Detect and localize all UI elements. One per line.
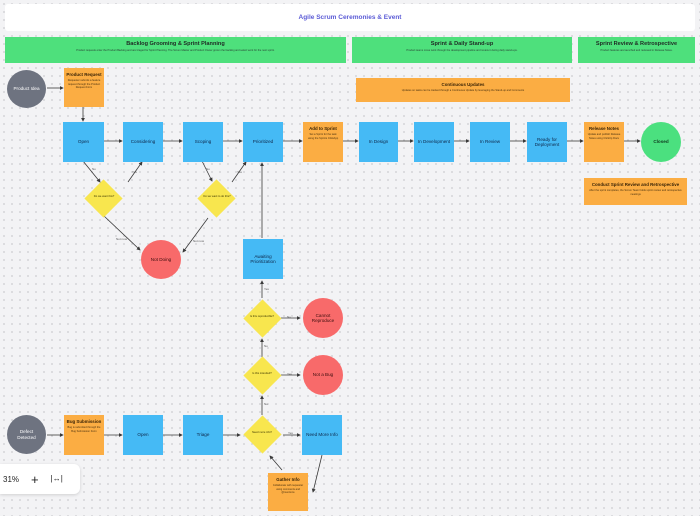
edge-d1-considering	[127, 161, 143, 183]
node-label: Prioritized	[252, 139, 274, 145]
fit-to-screen-button[interactable]: |↔|	[50, 474, 63, 483]
node-title: Product Request	[66, 72, 102, 77]
node-label: Open	[137, 432, 149, 438]
node-label: Product Idea	[13, 86, 40, 92]
node-title: Continuous Updates	[441, 82, 485, 87]
edge-label: No	[264, 402, 268, 406]
edge-label: Not now	[116, 237, 128, 241]
edge-label: Not now	[193, 239, 205, 243]
band-title: Backlog Grooming & Sprint Planning	[126, 41, 225, 47]
edge-d2-prioritized	[231, 161, 247, 183]
edge-label: Yes	[237, 170, 242, 174]
release-notes-node[interactable]: Release Notes Update and publish Release…	[584, 122, 624, 162]
band-title: Sprint Review & Retrospective	[595, 41, 678, 47]
node-label: Ready for Deployment	[534, 136, 560, 147]
conduct-review-node[interactable]: Conduct Sprint Review and Retrospective …	[584, 178, 687, 205]
need-more-info-node[interactable]: Need More Info	[302, 415, 342, 455]
node-description: Updates on tasks can be tracked through …	[401, 89, 525, 93]
node-description: Requester submits a feature request thro…	[67, 79, 101, 89]
open-node[interactable]: Open	[63, 122, 104, 162]
node-title: Gather Info	[276, 477, 300, 482]
decision-label: Is this intended?	[252, 372, 272, 375]
zoom-toolbar: 31% + |↔|	[0, 464, 80, 494]
not-a-bug-node[interactable]: Not a Bug	[303, 355, 343, 395]
node-label: Considering	[130, 139, 156, 145]
band-backlog-grooming: Backlog Grooming & Sprint Planning Produ…	[5, 37, 346, 63]
node-description: Collaborate with requester using comment…	[272, 484, 304, 494]
edge-d1-notdoing	[103, 215, 141, 251]
band-description: Product features are launched and review…	[600, 48, 673, 52]
band-sprint-standup: Sprint & Daily Stand-up Product teams mo…	[352, 37, 572, 63]
node-label: Scoping	[194, 139, 212, 145]
scoping-node[interactable]: Scoping	[183, 122, 223, 162]
bug-submission-node[interactable]: Bug Submission Bug is submitted through …	[64, 415, 104, 455]
awaiting-prioritization-node[interactable]: Awaiting Prioritization	[243, 239, 283, 279]
node-title: Add to Sprint	[309, 126, 337, 131]
node-description: After the sprint completes, the Scrum Te…	[589, 189, 682, 196]
gather-info-node[interactable]: Gather Info Collaborate with requester u…	[268, 473, 308, 511]
not-doing-node[interactable]: Not Doing	[141, 240, 181, 279]
prioritized-node[interactable]: Prioritized	[243, 122, 283, 162]
node-description: Update and publish Release Notes using C…	[587, 133, 621, 140]
node-description: Set a Sprint for the task using the Spri…	[307, 133, 339, 140]
product-request-node[interactable]: Product Request Requester submits a feat…	[64, 68, 104, 107]
node-label: In Development	[417, 139, 451, 145]
edge-label: Yes	[287, 372, 292, 376]
edge-label: Yes	[132, 170, 137, 174]
edge-label: No	[264, 344, 268, 348]
decision-label: Is this reproducible?	[249, 315, 275, 318]
node-label: Awaiting Prioritization	[250, 253, 276, 264]
node-title: Release Notes	[588, 126, 620, 131]
node-description: Bug is submitted through the Bug Submiss…	[67, 426, 101, 433]
node-label: Open	[77, 139, 90, 145]
edge-label: Yes	[264, 287, 269, 291]
node-label: Triage	[196, 432, 210, 438]
edge-d2-notdoing	[182, 217, 209, 253]
bug-open-node[interactable]: Open	[123, 415, 163, 455]
decision-label: Need more info?	[252, 431, 272, 434]
board-title: Agile Scrum Ceremonies & Event	[5, 4, 695, 31]
product-idea-node[interactable]: Product Idea	[7, 70, 46, 108]
edge-label: No	[206, 167, 210, 171]
node-label: In Design	[368, 139, 389, 145]
add-to-sprint-node[interactable]: Add to Sprint Set a Sprint for the task …	[303, 122, 343, 162]
edge-needinfo-gather	[311, 454, 323, 493]
node-label: Not a Bug	[312, 372, 334, 378]
band-sprint-review: Sprint Review & Retrospective Product fe…	[578, 37, 695, 63]
node-label: Closed	[653, 139, 669, 145]
edge-label: No	[92, 167, 96, 171]
edge-gather-d5	[269, 455, 283, 471]
closed-node[interactable]: Closed	[641, 122, 681, 162]
edge-open-d1	[82, 160, 101, 183]
node-label: Not Doing	[150, 256, 172, 262]
node-label: In Review	[479, 139, 501, 145]
edge-label: Yes	[288, 431, 293, 435]
considering-node[interactable]: Considering	[123, 122, 163, 162]
band-title: Sprint & Daily Stand-up	[430, 41, 494, 47]
in-development-node[interactable]: In Development	[414, 122, 454, 162]
node-label: Cannot Reproduce	[311, 312, 335, 323]
continuous-updates-node[interactable]: Continuous Updates Updates on tasks can …	[356, 78, 570, 102]
node-title: Conduct Sprint Review and Retrospective	[591, 182, 680, 187]
node-title: Bug Submission	[66, 419, 102, 424]
decision-label: Do we want this?	[93, 195, 115, 198]
defect-detected-node[interactable]: Defect Detected	[7, 415, 46, 454]
cannot-reproduce-node[interactable]: Cannot Reproduce	[303, 298, 343, 338]
triage-node[interactable]: Triage	[183, 415, 223, 455]
ready-for-deployment-node[interactable]: Ready for Deployment	[527, 122, 567, 162]
node-label: Defect Detected	[17, 429, 36, 440]
zoom-in-button[interactable]: +	[31, 471, 39, 487]
in-design-node[interactable]: In Design	[359, 122, 398, 162]
node-label: Need More Info	[306, 432, 338, 438]
band-description: Product teams move work through the deve…	[406, 48, 518, 52]
zoom-level: 31%	[3, 474, 20, 484]
band-description: Product requests enter the Product Backl…	[76, 48, 275, 52]
edge-scoping-d2	[201, 160, 213, 182]
edge-label: No	[287, 315, 291, 319]
in-review-node[interactable]: In Review	[470, 122, 510, 162]
decision-label: Do we want to do this?	[203, 195, 231, 198]
